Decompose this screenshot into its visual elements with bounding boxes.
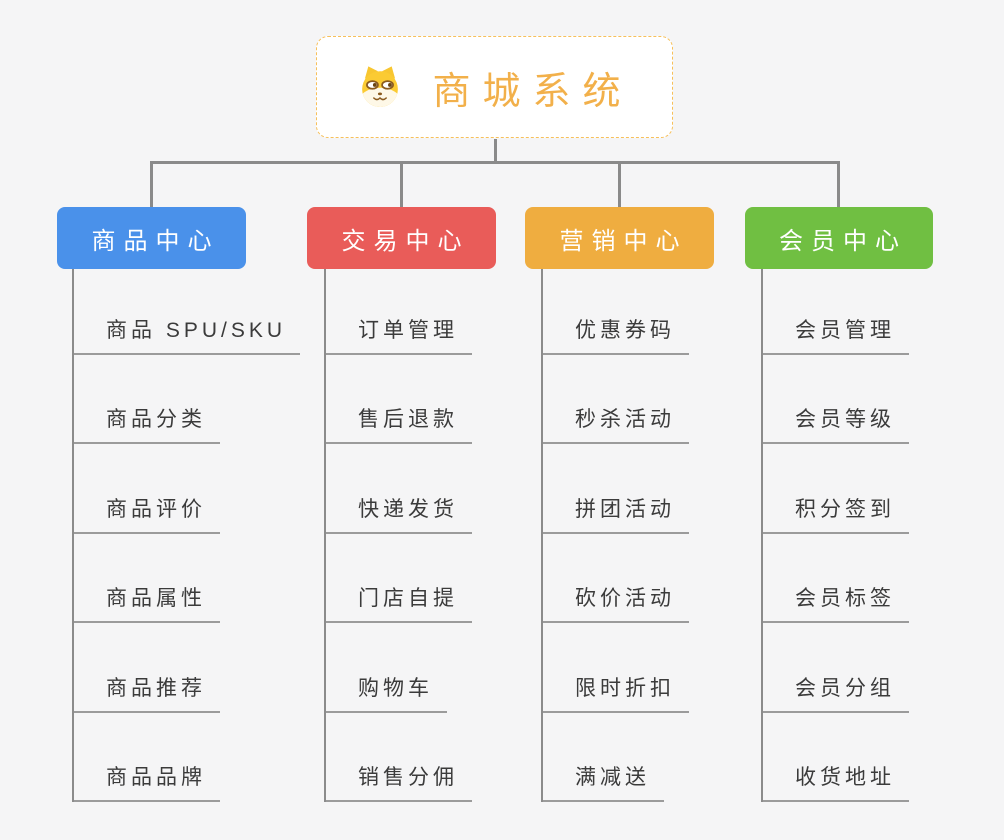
connector-drop-4 [837, 161, 840, 207]
root-topic[interactable]: 商城系统 [316, 36, 673, 138]
topic-item[interactable]: 门店自提 [326, 583, 472, 623]
branch-items-trade-center: 订单管理 售后退款 快递发货 门店自提 购物车 销售分佣 [324, 269, 584, 802]
topic-item[interactable]: 商品 SPU/SKU [74, 315, 301, 355]
branch-label: 会员中心 [779, 227, 907, 255]
topic-item[interactable]: 快递发货 [326, 494, 472, 534]
topic-item[interactable]: 砍价活动 [543, 583, 689, 623]
branch-box-product-center[interactable]: 商品中心 [57, 207, 246, 269]
topic-item[interactable]: 拼团活动 [543, 494, 689, 534]
topic-item[interactable]: 限时折扣 [543, 673, 689, 713]
topic-item[interactable]: 订单管理 [326, 315, 472, 355]
branch-items-member-center: 会员管理 会员等级 积分签到 会员标签 会员分组 收货地址 [761, 269, 1004, 802]
branch-items-product-center: 商品 SPU/SKU 商品分类 商品评价 商品属性 商品推荐 商品品牌 [72, 269, 332, 802]
connector-bus [150, 161, 840, 164]
topic-item[interactable]: 售后退款 [326, 404, 472, 444]
topic-item[interactable]: 商品属性 [74, 583, 220, 623]
branch-label: 商品中心 [91, 227, 220, 255]
topic-item[interactable]: 会员管理 [763, 315, 909, 355]
topic-item[interactable]: 会员等级 [763, 404, 909, 444]
topic-item[interactable]: 销售分佣 [326, 762, 472, 802]
topic-item[interactable]: 商品品牌 [74, 762, 220, 802]
topic-item[interactable]: 购物车 [326, 673, 447, 713]
branch-box-member-center[interactable]: 会员中心 [745, 207, 933, 269]
connector-root-drop [494, 139, 497, 164]
connector-drop-3 [618, 161, 621, 207]
branch-box-trade-center[interactable]: 交易中心 [307, 207, 496, 269]
topic-item[interactable]: 会员标签 [763, 583, 909, 623]
topic-item[interactable]: 满减送 [543, 762, 664, 802]
topic-item[interactable]: 优惠券码 [543, 315, 689, 355]
topic-item[interactable]: 商品评价 [74, 494, 220, 534]
topic-item[interactable]: 商品推荐 [74, 673, 220, 713]
shiba-dog-icon [356, 65, 404, 109]
connector-drop-1 [150, 161, 153, 207]
branch-items-marketing-center: 优惠券码 秒杀活动 拼团活动 砍价活动 限时折扣 满减送 [541, 269, 801, 802]
topic-item[interactable]: 秒杀活动 [543, 404, 689, 444]
topic-item[interactable]: 会员分组 [763, 673, 909, 713]
topic-item[interactable]: 积分签到 [763, 494, 909, 534]
topic-item[interactable]: 收货地址 [763, 762, 909, 802]
branch-label: 营销中心 [559, 227, 688, 255]
topic-item[interactable]: 商品分类 [74, 404, 220, 444]
root-topic-label: 商城系统 [432, 70, 633, 113]
connector-drop-2 [400, 161, 403, 207]
branch-label: 交易中心 [341, 227, 470, 255]
branch-box-marketing-center[interactable]: 营销中心 [525, 207, 714, 269]
